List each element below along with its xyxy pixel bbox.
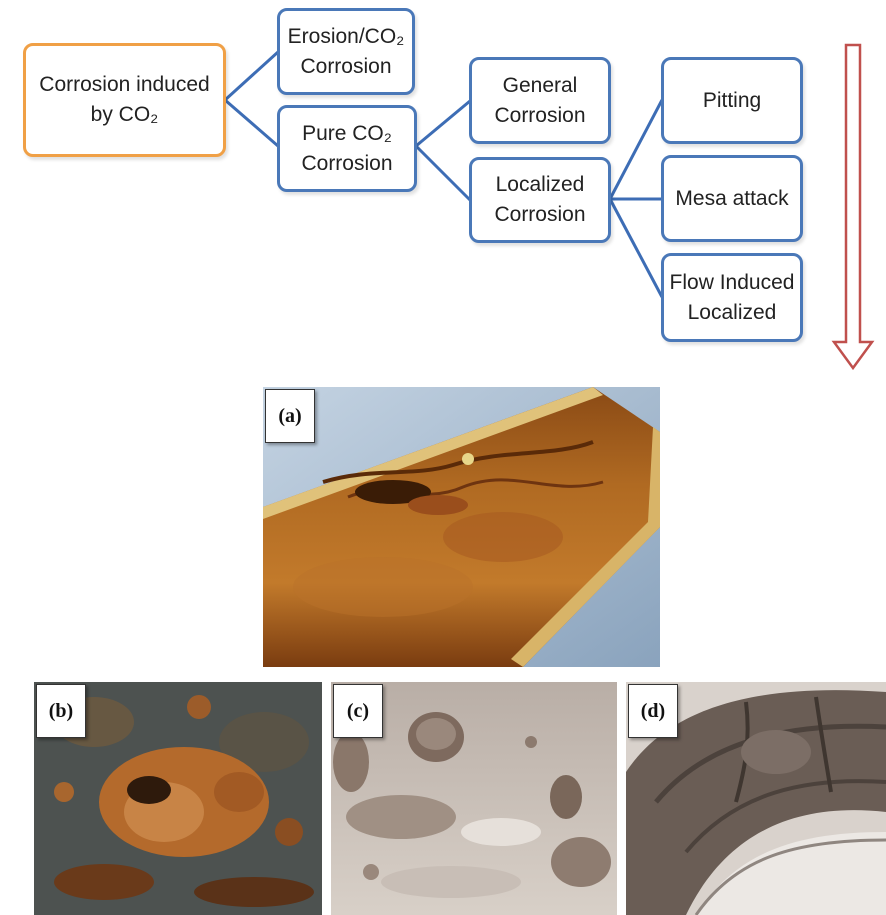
erosion-co2-label: Erosion/CO₂ Corrosion: [288, 22, 405, 82]
flow-induced-node: Flow Induced Localized: [661, 253, 803, 342]
pure-co2-node: Pure CO₂ Corrosion: [277, 105, 417, 192]
erosion-co2-node: Erosion/CO₂ Corrosion: [277, 8, 415, 95]
localized-corrosion-node: Localized Corrosion: [469, 157, 611, 243]
mesa-attack-label: Mesa attack: [675, 184, 788, 214]
photo-d-label: (d): [628, 684, 678, 738]
mesa-attack-node: Mesa attack: [661, 155, 803, 242]
root-node: Corrosion induced by CO₂: [23, 43, 226, 157]
general-corrosion-node: General Corrosion: [469, 57, 611, 144]
flow-induced-label: Flow Induced Localized: [670, 268, 795, 328]
root-label: Corrosion induced by CO₂: [39, 70, 209, 130]
pitting-node: Pitting: [661, 57, 803, 144]
photo-c-label: (c): [333, 684, 383, 738]
photo-a-pipe-section: [263, 387, 660, 667]
photo-b-label: (b): [36, 684, 86, 738]
photo-a-label: (a): [265, 389, 315, 443]
localized-corrosion-label: Localized Corrosion: [494, 170, 585, 230]
general-corrosion-label: General Corrosion: [494, 71, 585, 131]
pitting-label: Pitting: [703, 86, 761, 116]
pure-co2-label: Pure CO₂ Corrosion: [301, 119, 392, 179]
severity-down-arrow: [834, 45, 872, 368]
